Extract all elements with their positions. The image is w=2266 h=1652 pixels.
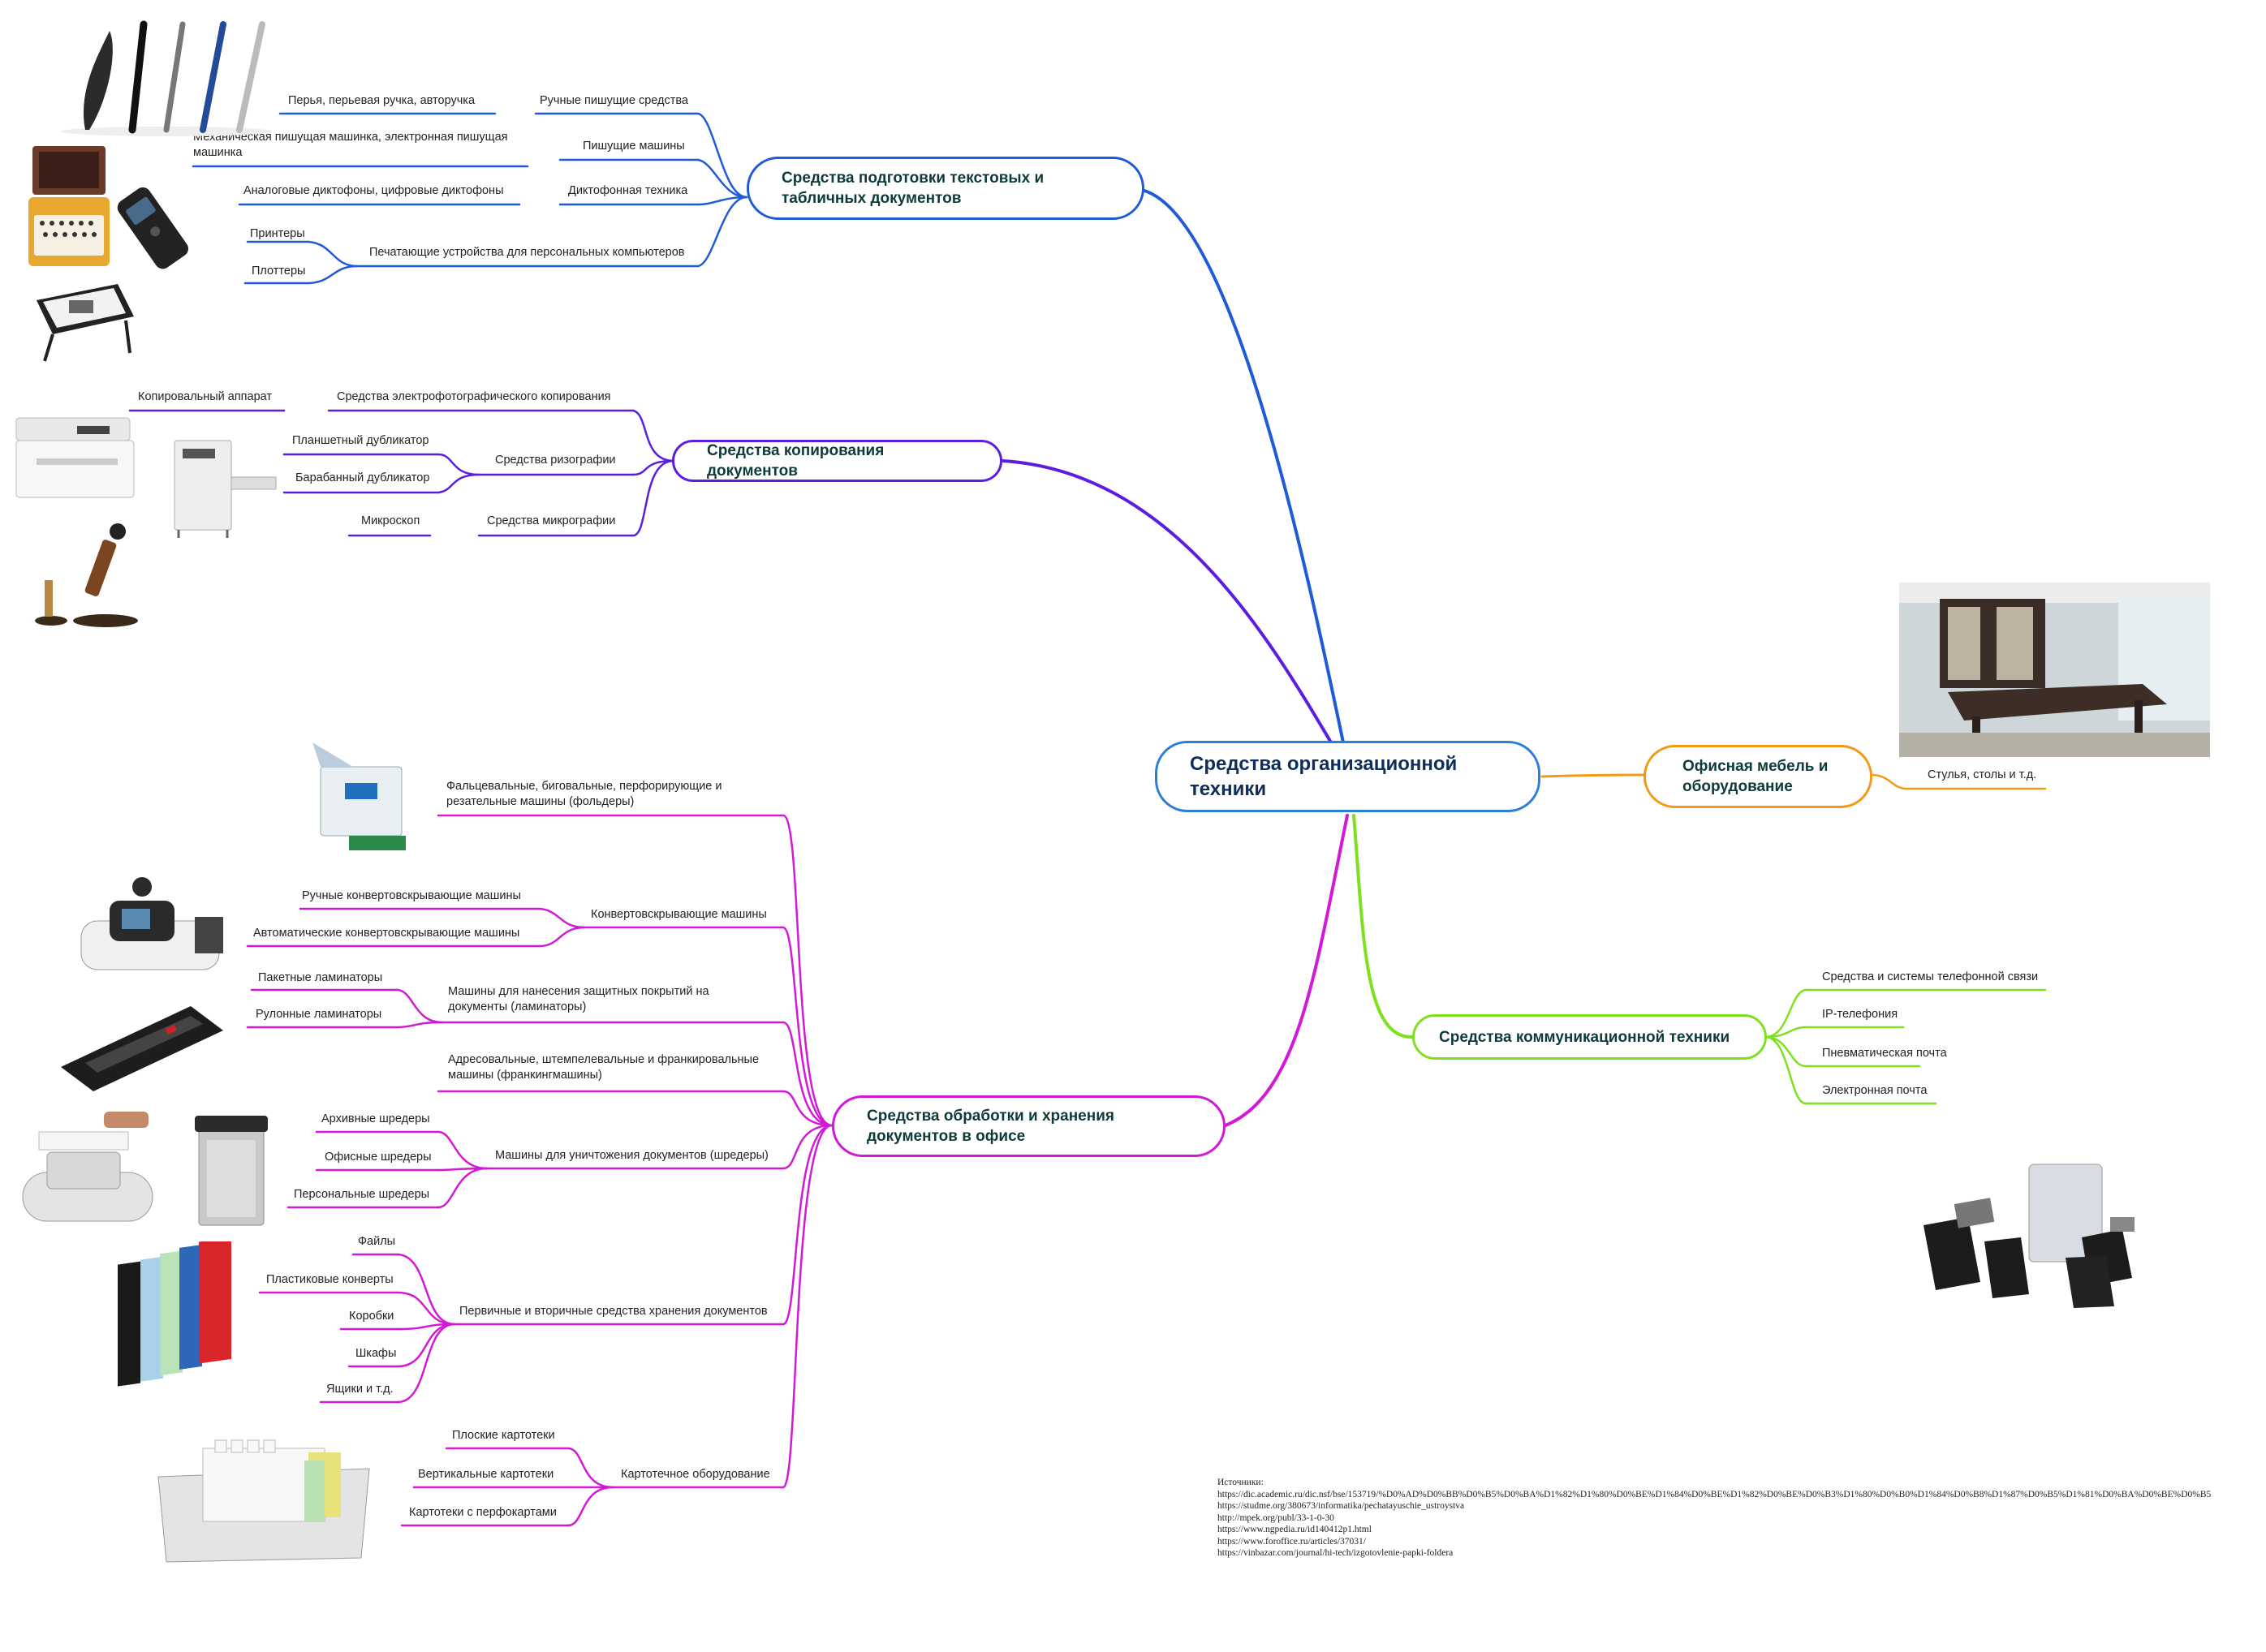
leaf-drawers[interactable]: Ящики и т.д. (326, 1383, 394, 1396)
pens-image (61, 20, 272, 136)
leaf-cardfile[interactable]: Картотечное оборудование (621, 1468, 770, 1481)
leaf-envelope[interactable]: Конвертовскрывающие машины (591, 908, 767, 921)
leaf-pneumatic[interactable]: Пневматическая почта (1822, 1047, 1947, 1060)
leaf-typewriters-sub[interactable]: Механическая пишущая машинка, электронна… (193, 131, 508, 159)
envelope-opener-image (80, 877, 223, 970)
office-furniture-image (1899, 583, 2210, 757)
source-link[interactable]: https://dic.academic.ru/dic.nsf/bse/1537… (1217, 1489, 2212, 1499)
center-node[interactable]: Средства организационной техники (1155, 741, 1540, 812)
leaf-shred-office[interactable]: Офисные шредеры (325, 1151, 432, 1164)
leaf-shredders[interactable]: Машины для уничтожения документов (шреде… (495, 1149, 769, 1162)
leaf-files[interactable]: Файлы (358, 1235, 396, 1248)
leaf-lam-roll[interactable]: Рулонные ламинаторы (256, 1008, 382, 1021)
leaf-riso[interactable]: Средства ризографии (495, 454, 616, 467)
leaf-printers[interactable]: Принтеры (250, 227, 305, 240)
telephones-image (1924, 1164, 2135, 1308)
leaf-handwriting[interactable]: Ручные пишущие средства (540, 94, 688, 107)
leaf-env-auto[interactable]: Автоматические конвертовскрывающие машин… (253, 927, 520, 940)
source-link[interactable]: https://vinbazar.com/journal/hi-tech/izg… (1217, 1548, 1454, 1558)
branch-processing[interactable]: Средства обработки и хранения документов… (832, 1095, 1226, 1157)
leaf-shred-archive[interactable]: Архивные шредеры (321, 1112, 430, 1125)
leaf-dictation-sub[interactable]: Аналоговые диктофоны, цифровые диктофоны (243, 184, 504, 197)
leaf-boxes[interactable]: Коробки (349, 1310, 394, 1323)
leaf-folders[interactable]: Фальцевальные, биговальные, перфорирующи… (446, 780, 722, 808)
leaf-typewriters[interactable]: Пишущие машины (583, 140, 685, 153)
sources-block: Источники: https://dic.academic.ru/dic.n… (1217, 1477, 2256, 1560)
leaf-dictation[interactable]: Диктофонная техника (568, 184, 688, 197)
leaf-microscope[interactable]: Микроскоп (361, 514, 420, 527)
link-text-prep (1143, 189, 1345, 744)
leaf-micro[interactable]: Средства микрографии (487, 514, 616, 527)
source-link[interactable]: https://www.foroffice.ru/articles/37031/ (1217, 1536, 1367, 1547)
typewriter-image (28, 146, 110, 266)
leaf-flatbed-dup[interactable]: Планшетный дубликатор (292, 434, 429, 447)
dictaphone-image (117, 187, 188, 269)
franking-machine-image (22, 1112, 153, 1222)
folder-machine-image (312, 742, 406, 850)
leaf-electrophoto[interactable]: Средства электрофотографического копиров… (337, 390, 611, 403)
shredder-image (195, 1116, 268, 1226)
leaf-envelopes[interactable]: Пластиковые конверты (266, 1273, 394, 1286)
leaf-env-manual[interactable]: Ручные конвертовскрывающие машины (302, 889, 521, 902)
branch-furniture[interactable]: Офисная мебель и оборудование (1643, 745, 1872, 808)
sources-heading: Источники: (1217, 1478, 1264, 1487)
link-furniture (1540, 773, 1645, 778)
leaf-shred-personal[interactable]: Персональные шредеры (294, 1188, 430, 1201)
leaf-lam-pack[interactable]: Пакетные ламинаторы (258, 971, 383, 984)
link-copying (1001, 459, 1333, 744)
link-processing (1224, 814, 1349, 1127)
leaf-card-vert[interactable]: Вертикальные картотеки (418, 1468, 554, 1481)
source-link[interactable]: http://mpek.org/publ/33-1-0-30 (1217, 1512, 1334, 1523)
branch-copying[interactable]: Средства копирования документов (672, 440, 1002, 482)
leaf-plotters[interactable]: Плоттеры (252, 265, 306, 277)
leaf-laminators[interactable]: Машины для нанесения защитных покрытий н… (448, 985, 709, 1013)
copier-image (15, 417, 135, 498)
leaf-franking[interactable]: Адресовальные, штемпелевальные и франкир… (448, 1053, 760, 1082)
card-file-image (157, 1439, 370, 1563)
leaf-phone[interactable]: Средства и системы телефонной связи (1822, 970, 2039, 983)
duplicator-image (174, 440, 277, 538)
leaf-copier[interactable]: Копировальный аппарат (138, 390, 273, 403)
source-link[interactable]: https://studme.org/380673/informatika/pe… (1217, 1501, 1465, 1511)
leaf-ip[interactable]: IP-телефония (1822, 1008, 1898, 1021)
leaf-cabinets[interactable]: Шкафы (355, 1347, 397, 1360)
leaf-card-flat[interactable]: Плоские картотеки (452, 1429, 555, 1442)
leaf-handwriting-sub[interactable]: Перья, перьевая ручка, авторучка (288, 94, 476, 107)
branch-communication[interactable]: Средства коммуникационной техники (1412, 1014, 1767, 1060)
link-communication (1352, 814, 1414, 1039)
microscope-image (35, 523, 138, 627)
plotter-image (37, 284, 134, 362)
leaf-chairs[interactable]: Стулья, столы и т.д. (1928, 768, 2037, 781)
leaf-storage[interactable]: Первичные и вторичные средства хранения … (459, 1305, 768, 1318)
branch-text-prep[interactable]: Средства подготовки текстовых и табличны… (747, 157, 1144, 220)
source-link[interactable]: https://www.ngpedia.ru/id140412p1.html (1217, 1525, 1372, 1534)
leaf-card-punch[interactable]: Картотеки с перфокартами (409, 1506, 557, 1519)
leaf-email[interactable]: Электронная почта (1822, 1084, 1928, 1097)
leaf-printing[interactable]: Печатающие устройства для персональных к… (369, 246, 685, 259)
leaf-drum-dup[interactable]: Барабанный дубликатор (295, 471, 430, 484)
binders-image (118, 1241, 231, 1387)
laminator-image (61, 1006, 223, 1091)
